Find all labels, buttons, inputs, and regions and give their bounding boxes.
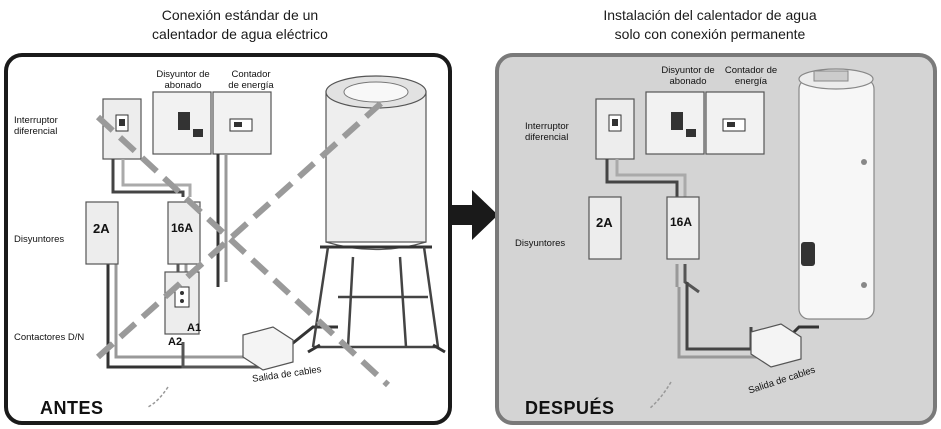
subscriber-breaker-box — [645, 91, 705, 155]
label-breakers: Disyuntores — [14, 234, 65, 245]
label-subscriber-breaker: Disyuntor de abonado — [657, 65, 719, 87]
after-title-line2: solo con conexión permanente — [614, 26, 806, 42]
cable-outlet-box — [242, 326, 294, 371]
after-panel: Disyuntor de abonado Contador de energía… — [495, 53, 937, 425]
breaker-2a — [85, 201, 119, 265]
before-illustration — [85, 75, 446, 408]
wires — [106, 154, 338, 369]
differential-switch — [595, 98, 635, 160]
breaker-2a — [588, 196, 622, 260]
label-differential: Interruptor diferencial — [14, 115, 58, 137]
water-heater — [307, 75, 446, 354]
label-16a: 16A — [670, 215, 693, 229]
label-contactors: Contactores D/N — [14, 332, 85, 343]
breaker-16a — [666, 196, 700, 260]
before-title-line1: Conexión estándar de un — [161, 7, 319, 23]
label-subscriber-breaker-2: abonado — [164, 80, 202, 91]
label-differential-1: Interruptor — [14, 115, 58, 126]
label-2a: 2A — [93, 221, 110, 236]
cross-out — [95, 94, 391, 388]
stamp-before: ANTES — [40, 398, 104, 418]
label-subscriber-breaker-1: Disyuntor de — [156, 69, 210, 80]
label-subscriber-breaker-1: Disyuntor de — [661, 65, 715, 76]
wires — [605, 159, 819, 359]
heat-pump-water-heater — [798, 68, 875, 320]
breaker-16a — [167, 201, 201, 265]
before-title: Conexión estándar de un calentador de ag… — [90, 6, 390, 44]
label-subscriber-breaker-2: abonado — [669, 76, 707, 87]
ground-cable — [147, 386, 169, 408]
after-title-line1: Instalación del calentador de agua — [603, 7, 817, 23]
after-title: Instalación del calentador de agua solo … — [560, 6, 860, 44]
label-a1: A1 — [187, 322, 202, 334]
contactor — [164, 271, 200, 335]
energy-meter-box — [705, 91, 765, 155]
cable-outlet-box — [750, 323, 802, 368]
label-differential-2: diferencial — [14, 126, 58, 137]
label-differential-1: Interruptor — [525, 121, 569, 132]
after-illustration — [588, 68, 875, 410]
label-16a: 16A — [171, 221, 194, 235]
before-panel: Disyuntor de abonado Contador de energía… — [4, 53, 452, 425]
subscriber-breaker-box — [152, 91, 212, 155]
label-energy-meter: Contador de energía — [721, 65, 781, 87]
label-a2: A2 — [168, 336, 183, 348]
ground-cable — [648, 381, 672, 410]
label-energy-meter-1: Contador — [231, 69, 271, 80]
energy-meter-box — [212, 91, 272, 155]
label-differential: Interruptor diferencial — [525, 121, 569, 143]
label-breakers: Disyuntores — [515, 238, 566, 249]
stamp-after: DESPUÉS — [525, 398, 615, 418]
arrow-icon — [452, 190, 498, 240]
label-subscriber-breaker: Disyuntor de abonado — [154, 69, 212, 91]
label-energy-meter-1: Contador de — [724, 65, 778, 76]
before-title-line2: calentador de agua eléctrico — [152, 26, 328, 42]
label-energy-meter-2: de energía — [228, 80, 274, 91]
label-energy-meter-2: energía — [734, 76, 768, 87]
label-2a: 2A — [596, 215, 613, 230]
label-energy-meter: Contador de energía — [221, 69, 281, 91]
label-differential-2: diferencial — [525, 132, 569, 143]
